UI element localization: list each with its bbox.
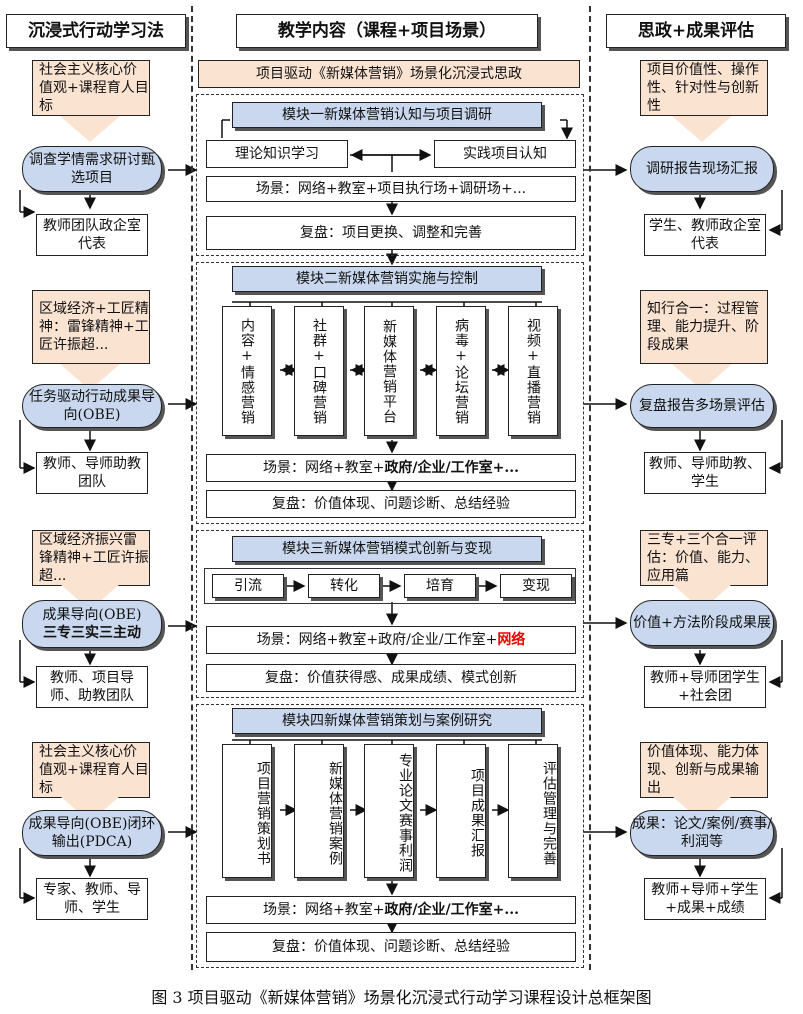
column-divider-left [191,6,193,970]
module-3-chain-frame [204,568,576,604]
right-team-1: 学生、教师政企室代表 [644,214,766,256]
left-team-2: 教师、导师助教团队 [36,452,148,494]
module-4-scene-b: 政府/企业/工作室+... [384,902,520,918]
right-result-2: 复盘报告多场景评估 [630,384,774,428]
left-goal-1: 社会主义核心价值观+课程育人目标 [32,60,150,116]
module-4-item-2: 新媒体营销案例 [294,744,344,878]
right-result-3: 价值+方法阶段成果展 [630,600,774,646]
module-1-left: 理论知识学习 [206,140,348,168]
right-result-1: 调研报告现场汇报 [630,146,774,192]
module-4-title: 模块四新媒体营销策划与案例研究 [232,708,542,734]
right-result-4: 成果：论文/案例/赛事/利润等 [630,810,774,856]
column-divider-right [589,6,591,970]
right-team-2: 教师、导师助教、学生 [644,452,766,494]
right-criteria-4: 价值体现、能力体现、创新与成果输出 [640,742,768,798]
module-3-chain-1: 引流 [212,574,284,598]
left-goal-2: 区域经济+工匠精神：雷锋精神+工匠许振超... [32,290,150,364]
module-3-chain-3: 培育 [404,574,476,598]
right-criteria-3: 三专+三个合一评估：价值、能力、应用篇 [640,530,768,586]
module-1-review: 复盘：项目更换、调整和完善 [206,216,576,250]
module-1-right: 实践项目认知 [434,140,576,168]
left-team-1: 教师团队政企室代表 [36,214,148,256]
module-1-title: 模块一新媒体营销认知与项目调研 [232,102,542,128]
module-2-frame [196,262,584,524]
module-4-review: 复盘：价值体现、问题诊断、总结经验 [206,932,576,962]
left-method-1: 调查学情需求研讨甄选项目 [22,146,162,192]
module-4-item-1: 项目营销策划书 [222,744,272,878]
module-2-item-4: 病毒+论坛营销 [436,306,486,436]
left-goal-3: 区域经济振兴雷锋精神+工匠许振超... [32,530,150,586]
module-1-scene: 场景：网络+教室+项目执行场+调研场+... [206,176,576,202]
module-3-title: 模块三新媒体营销模式创新与变现 [232,536,542,562]
down-arrow-right-1 [672,116,732,142]
module-3-frame [196,530,584,698]
left-method-3-text: 成果导向(OBE) [42,607,142,623]
module-3-scene-b: 网络 [497,632,526,648]
header-left: 沉浸式行动学习法 [6,14,186,48]
left-method-3-bold: 三专三实三主动 [43,625,141,641]
module-4-item-3: 专业论文赛事利润 [364,744,414,878]
module-3-scene-a: 场景：网络+教室+政府/企业/工作室+ [256,632,498,648]
left-method-4: 成果导向(OBE)闭环输出(PDCA) [22,810,162,856]
module-4-frame [196,704,584,968]
module-2-item-5: 视频+直播营销 [508,306,558,436]
module-2-review: 复盘：价值体现、问题诊断、总结经验 [206,490,576,518]
right-team-3: 教师+导师团学生+社会团 [644,666,766,708]
top-banner: 项目驱动《新媒体营销》场景化沉浸式思政 [198,60,580,88]
right-criteria-2: 知行合一：过程管理、能力提升、阶段成果 [640,290,768,364]
right-team-4: 教师+导师+学生+成果+成绩 [644,878,766,920]
left-team-4: 专家、教师、导师、学生 [36,878,148,920]
module-4-scene: 场景：网络+教室+政府/企业/工作室+... [206,896,576,924]
module-2-item-3: 新媒体营销平台 [364,306,414,436]
left-team-3: 教师、项目导师、助教团队 [36,666,148,708]
left-goal-4: 社会主义核心价值观+课程育人目标 [32,742,150,798]
module-2-item-2: 社群+口碑营销 [294,306,344,436]
module-2-scene-b: 政府/企业/工作室+... [384,460,520,476]
left-method-3: 成果导向(OBE) 三专三实三主动 [22,600,162,648]
module-4-item-5: 评估管理与完善 [508,744,558,878]
module-2-scene: 场景：网络+教室+政府/企业/工作室+... [206,454,576,482]
module-3-chain-4: 变现 [500,574,572,598]
right-criteria-1: 项目价值性、操作性、针对性与创新性 [640,60,768,116]
module-3-chain-2: 转化 [308,574,380,598]
module-2-title: 模块二新媒体营销实施与控制 [232,266,542,292]
module-4-item-4: 项目成果汇报 [436,744,486,878]
module-2-item-1: 内容+情感营销 [222,306,272,436]
module-1-frame [196,94,584,256]
figure-caption: 图 3 项目驱动《新媒体营销》场景化沉浸式行动学习课程设计总框架图 [151,988,652,1007]
module-3-scene: 场景：网络+教室+政府/企业/工作室+网络 [206,626,576,654]
module-2-scene-a: 场景：网络+教室+ [262,460,385,476]
module-3-review: 复盘：价值获得感、成果成绩、模式创新 [206,664,576,692]
left-method-2: 任务驱动行动成果导向(OBE) [22,384,162,428]
down-arrow-left-1 [60,116,120,142]
module-4-scene-a: 场景：网络+教室+ [262,902,385,918]
header-right: 思政+成果评估 [606,14,786,48]
header-center: 教学内容（课程+项目场景） [236,14,538,48]
